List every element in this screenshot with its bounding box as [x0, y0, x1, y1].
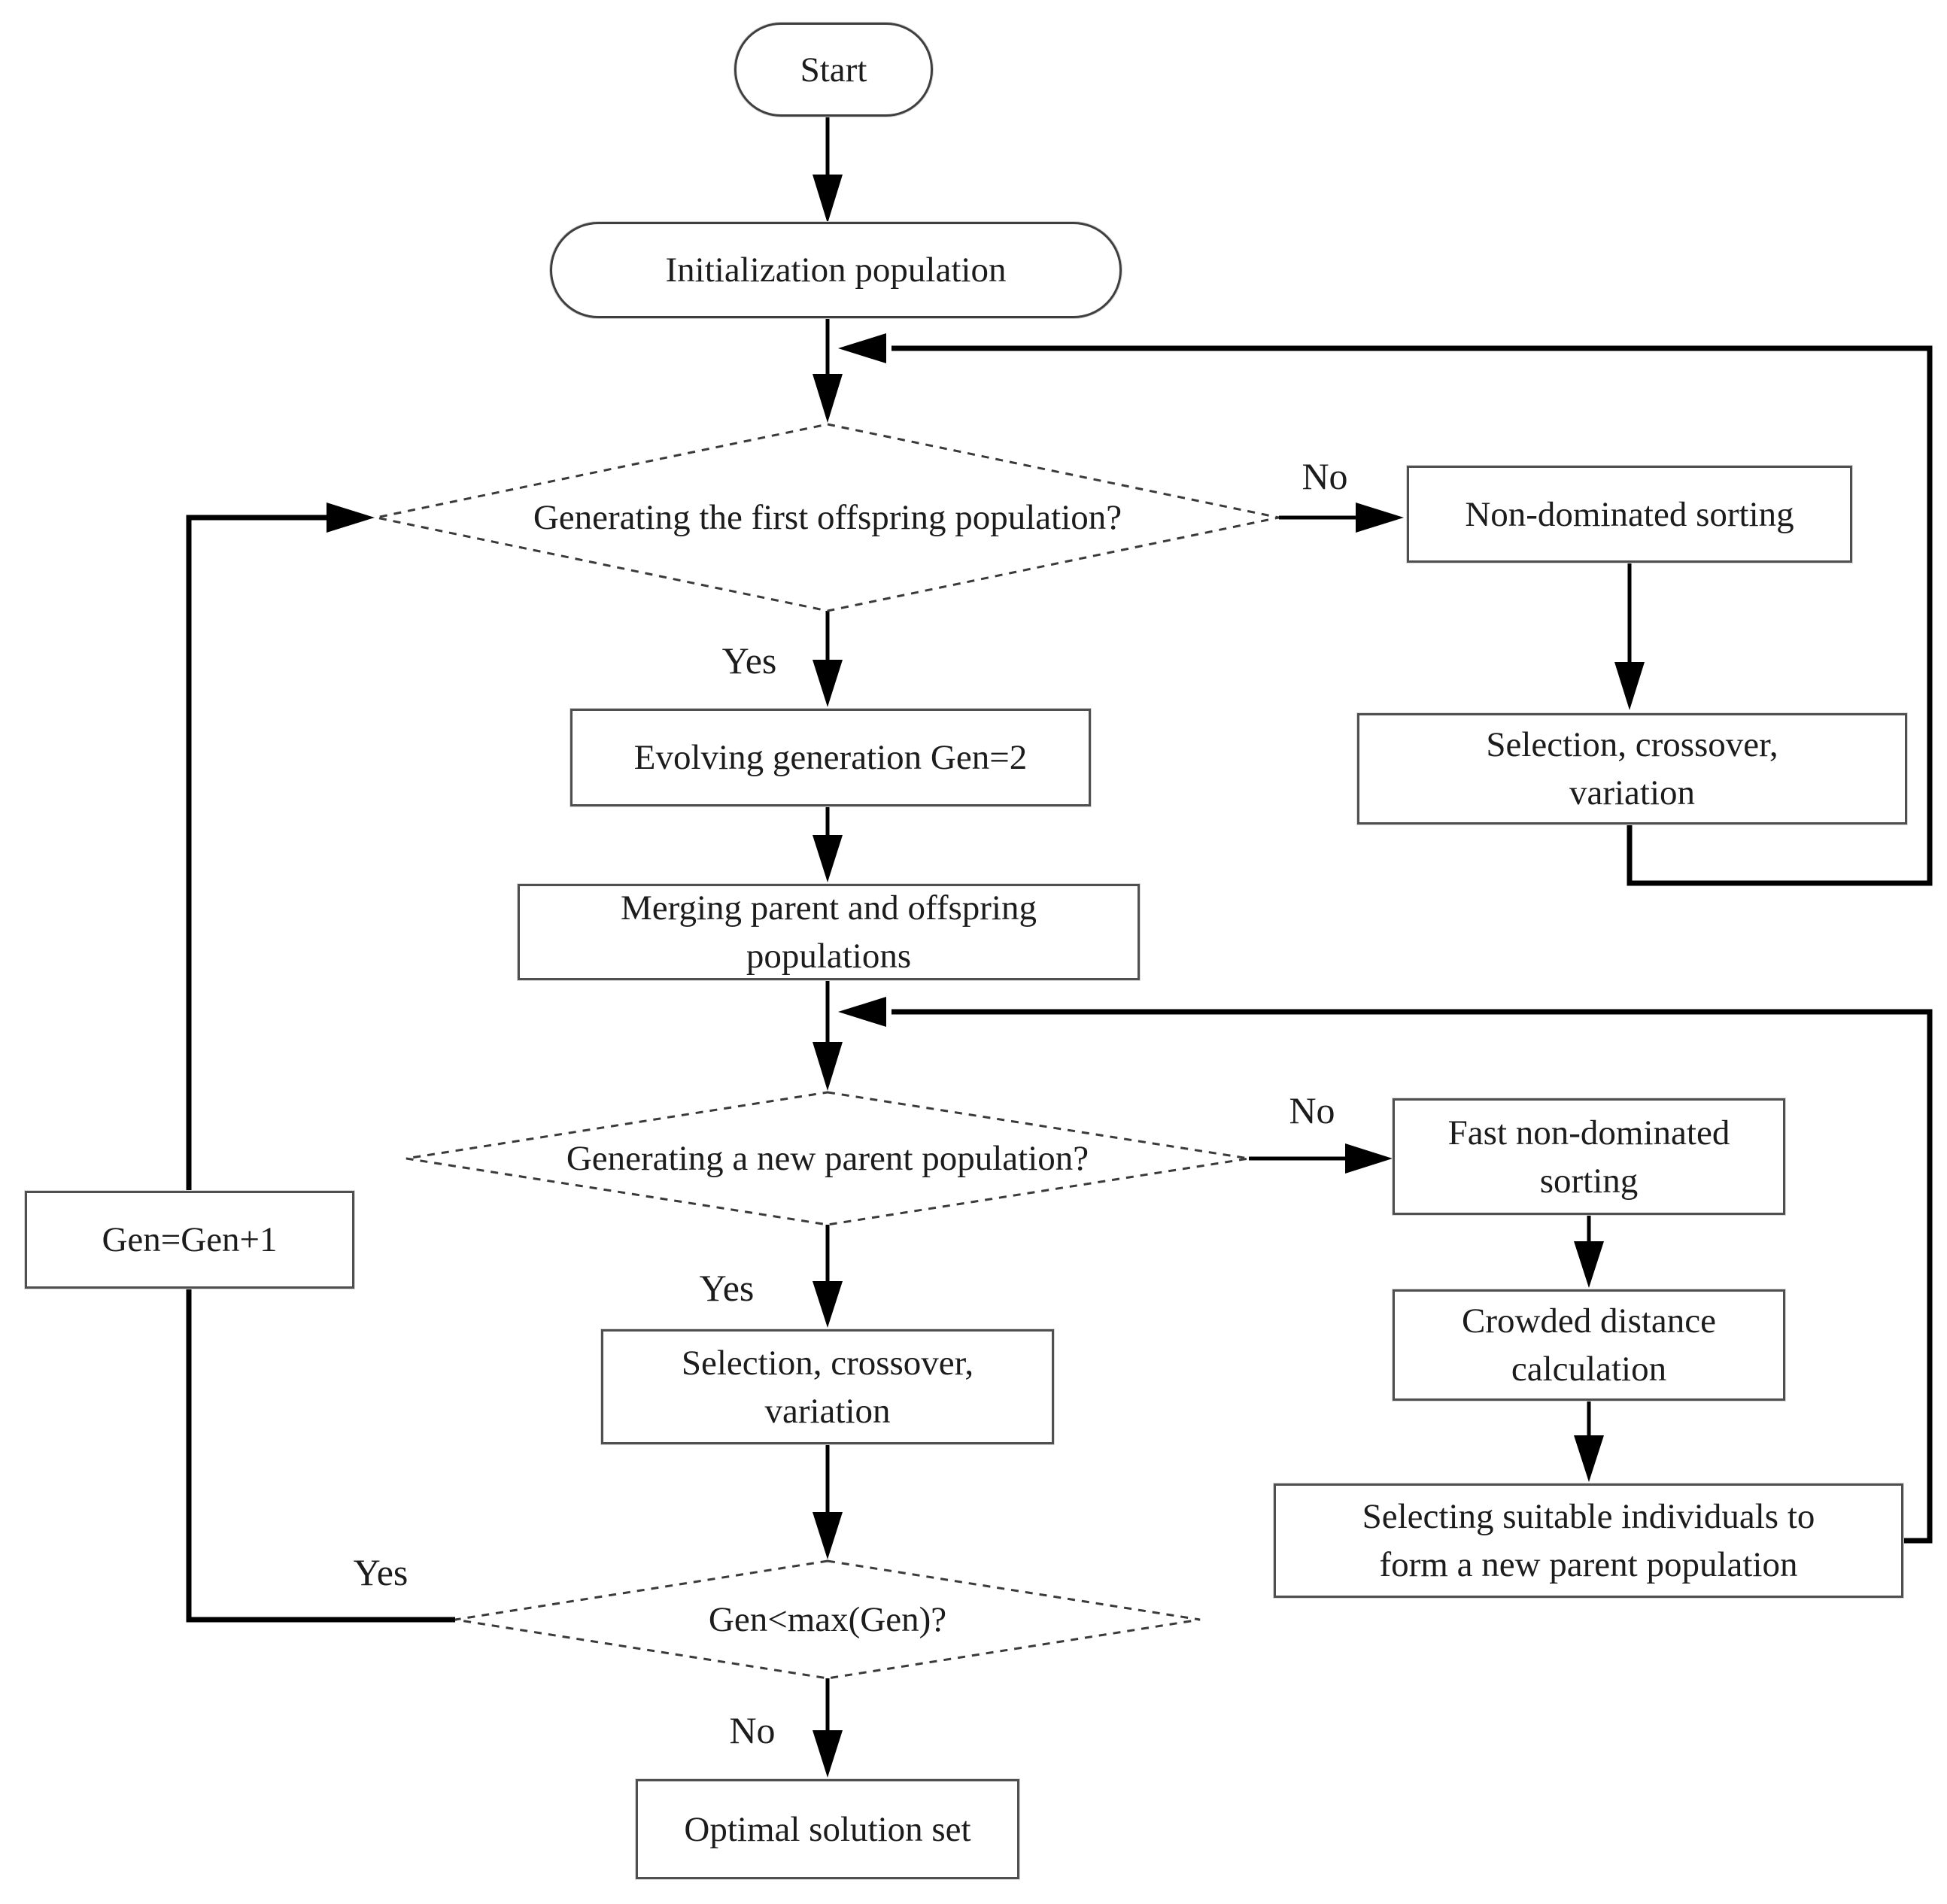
arrowhead-evg-mpo — [813, 835, 843, 882]
node-selection-crossover-variation-right-line1: Selection, crossover, — [1486, 725, 1778, 764]
edge-label-yes-second: Yes — [666, 1263, 788, 1313]
node-selection-crossover-variation-middle: Selection, crossover, variation — [601, 1329, 1054, 1444]
node-selection-crossover-variation-middle-line1: Selection, crossover, — [681, 1343, 974, 1383]
node-merging-populations: Merging parent and offspring populations — [518, 884, 1140, 980]
node-non-dominated-sorting: Non-dominated sorting — [1407, 466, 1852, 563]
arrowhead-scv2-d3 — [813, 1512, 843, 1559]
feedback-lines — [186, 345, 1933, 1623]
arrowhead-cdc-ssi — [1574, 1435, 1604, 1482]
decision-first-offspring-label: Generating the first offspring populatio… — [391, 481, 1264, 554]
loop-offspring-feedback — [891, 345, 1933, 886]
decision-new-parent-label: Generating a new parent population? — [406, 1122, 1249, 1195]
decision-gen-max-label: Gen<max(Gen)? — [527, 1584, 1128, 1656]
node-optimal-solution-set: Optimal solution set — [636, 1779, 1019, 1879]
arrowhead-init-d1 — [813, 374, 843, 423]
arrowhead-gen-d1 — [327, 503, 375, 533]
decision-diamonds — [375, 423, 1280, 1680]
node-evolving-generation-label: Evolving generation Gen=2 — [633, 738, 1028, 777]
arrowhead-d1-evg — [813, 660, 843, 707]
node-non-dominated-sorting-label: Non-dominated sorting — [1465, 494, 1794, 534]
arrowhead-d2-fnds — [1345, 1143, 1393, 1174]
connector-lines — [825, 117, 1632, 1736]
arrowhead-nds-scv1 — [1614, 662, 1645, 710]
diamond-new-parent — [405, 1091, 1250, 1226]
arrowhead-d1-nds — [1356, 503, 1404, 533]
edge-label-yes-first-text: Yes — [721, 639, 777, 682]
edge-label-yes-third: Yes — [320, 1547, 442, 1597]
node-fast-non-dominated-sorting-line2: sorting — [1539, 1161, 1639, 1201]
node-crowded-distance-calculation-line2: calculation — [1511, 1350, 1667, 1389]
edge-label-no-second: No — [1262, 1086, 1362, 1135]
loop-generation-increment — [186, 515, 455, 1623]
node-gen-increment-label: Gen=Gen+1 — [102, 1220, 278, 1259]
node-crowded-distance-calculation: Crowded distance calculation — [1393, 1289, 1785, 1401]
node-fast-non-dominated-sorting-line1: Fast non-dominated — [1447, 1113, 1730, 1152]
node-initialization-population: Initialization population — [550, 222, 1122, 318]
node-optimal-solution-set-label: Optimal solution set — [684, 1809, 971, 1849]
node-selection-crossover-variation-right-line2: variation — [1569, 773, 1696, 812]
node-initialization-population-label: Initialization population — [665, 251, 1007, 290]
diamond-first-offspring — [375, 423, 1280, 612]
loop-parent-feedback — [891, 1009, 1933, 1544]
node-gen-increment: Gen=Gen+1 — [25, 1191, 354, 1289]
node-evolving-generation: Evolving generation Gen=2 — [570, 709, 1091, 806]
arrowhead-d3-opt — [813, 1730, 843, 1778]
arrowhead-d2-scv2 — [813, 1281, 843, 1328]
node-start: Start — [734, 23, 933, 117]
arrowheads — [327, 175, 1645, 1778]
node-selecting-suitable-individuals-line2: form a new parent population — [1379, 1545, 1798, 1584]
node-selecting-suitable-individuals: Selecting suitable individuals to form a… — [1274, 1483, 1903, 1598]
edge-label-no-first: No — [1275, 451, 1374, 501]
node-start-label: Start — [800, 50, 867, 90]
edge-label-yes-second-text: Yes — [699, 1267, 755, 1309]
node-crowded-distance-calculation-line1: Crowded distance — [1461, 1301, 1717, 1341]
node-selecting-suitable-individuals-line1: Selecting suitable individuals to — [1362, 1497, 1815, 1536]
decision-gen-max-text: Gen<max(Gen)? — [708, 1600, 947, 1639]
edge-label-yes-third-text: Yes — [353, 1551, 409, 1593]
arrowhead-fnds-cdc — [1574, 1241, 1604, 1288]
arrowhead-feedback2 — [838, 997, 886, 1027]
node-merging-populations-line1: Merging parent and offspring — [620, 888, 1037, 928]
arrowhead-feedback1 — [838, 333, 886, 363]
edge-label-no-first-text: No — [1302, 455, 1348, 497]
edge-label-no-third-text: No — [729, 1709, 776, 1751]
edge-label-no-second-text: No — [1289, 1089, 1335, 1131]
node-selection-crossover-variation-middle-line2: variation — [764, 1391, 891, 1431]
node-fast-non-dominated-sorting: Fast non-dominated sorting — [1393, 1098, 1785, 1215]
node-merging-populations-line2: populations — [746, 937, 912, 976]
arrowhead-mpo-d2 — [813, 1042, 843, 1091]
arrowhead-start-init — [813, 175, 843, 223]
decision-new-parent-text: Generating a new parent population? — [566, 1139, 1089, 1178]
node-selection-crossover-variation-right: Selection, crossover, variation — [1357, 713, 1907, 824]
edge-label-yes-first: Yes — [688, 636, 810, 685]
diamond-gen-max — [454, 1559, 1201, 1680]
edge-label-no-third: No — [703, 1705, 802, 1755]
decision-first-offspring-text: Generating the first offspring populatio… — [533, 498, 1122, 537]
